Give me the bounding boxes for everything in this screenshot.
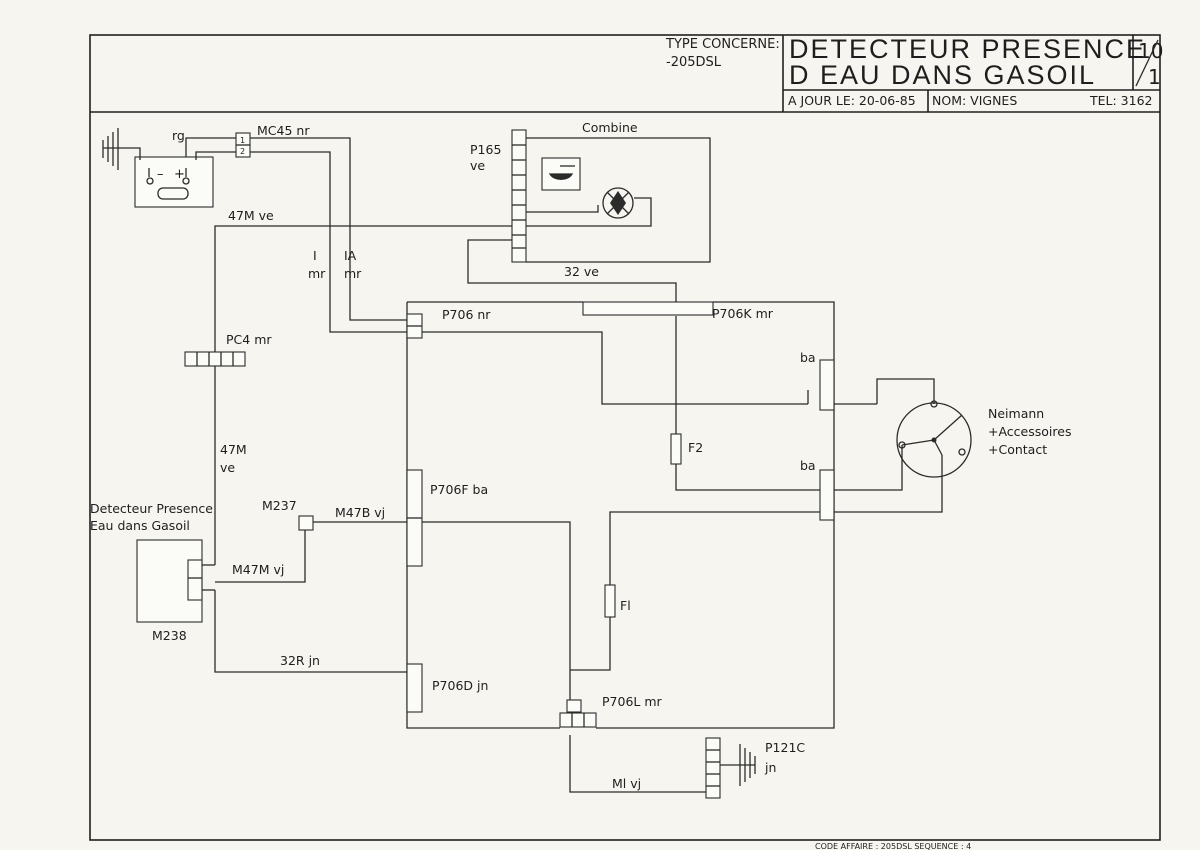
wiring xyxy=(128,137,943,793)
p706l-label: P706L mr xyxy=(602,694,663,709)
wire-i-label: I xyxy=(313,248,317,263)
m47m-label: M47M vj xyxy=(232,562,284,577)
neimann-accessories-label: +Accessoires xyxy=(988,424,1071,439)
wire-ia-color: mr xyxy=(344,266,362,281)
wire-rg-label: rg xyxy=(172,128,185,143)
model-label: -205DSL xyxy=(666,55,722,70)
connector-mc45: 1 2 xyxy=(235,132,251,158)
ba-top-label: ba xyxy=(800,350,816,365)
mc45-label: MC45 nr xyxy=(257,123,310,138)
pc4-label: PC4 mr xyxy=(226,332,272,347)
ignition-switch-icon xyxy=(896,400,972,478)
fuse-f1 xyxy=(604,584,616,618)
p706f-label: P706F ba xyxy=(430,482,488,497)
connector-pc4 xyxy=(184,351,246,367)
battery-icon: – + xyxy=(134,156,214,208)
telephone: TEL: 3162 xyxy=(1089,93,1153,108)
detecteur-label-line2: Eau dans Gasoil xyxy=(90,518,190,533)
wire-47m-ve-label: 47M ve xyxy=(228,208,274,223)
connector-p706k xyxy=(582,301,714,316)
fuse-f2 xyxy=(670,433,682,465)
sheet-number: 10 xyxy=(1138,39,1163,63)
wire-32ve-label: 32 ve xyxy=(564,264,599,279)
neimann-contact-label: +Contact xyxy=(988,442,1047,457)
p706d-label: P706D jn xyxy=(432,678,488,693)
p121c-color: jn xyxy=(764,760,776,775)
connector-p706 xyxy=(406,313,423,339)
svg-text:–: – xyxy=(157,167,164,182)
ground-icon xyxy=(102,128,128,170)
wire-32r-label: 32R jn xyxy=(280,653,320,668)
ba-bottom-label: ba xyxy=(800,458,816,473)
ground-icon-p121c xyxy=(720,744,756,786)
connector-p165 xyxy=(511,129,527,263)
wire-m1vj-label: Ml vj xyxy=(612,776,641,791)
wire-ia-label: IA xyxy=(344,248,357,263)
m238-label: M238 xyxy=(152,628,187,643)
update-date: A JOUR LE: 20-06-85 xyxy=(788,93,916,108)
type-concerne-label: TYPE CONCERNE: xyxy=(665,37,780,52)
p121c-label: P121C xyxy=(765,740,805,755)
warning-lamp-icon xyxy=(602,187,634,219)
connector-p706f xyxy=(406,469,423,567)
svg-text:1: 1 xyxy=(240,136,245,145)
m47b-label: M47B vj xyxy=(335,505,385,520)
fuel-gauge-icon xyxy=(541,157,581,191)
svg-text:2: 2 xyxy=(240,147,245,156)
p165-color: ve xyxy=(470,158,485,173)
connector-p706d xyxy=(406,663,423,713)
detecteur-label-line1: Detecteur Presence xyxy=(90,501,213,516)
water-detector-component xyxy=(136,539,203,623)
p706-label: P706 nr xyxy=(442,307,491,322)
drawing-frame xyxy=(89,34,1161,841)
wire-47m-color: ve xyxy=(220,460,235,475)
combine-label: Combine xyxy=(582,120,638,135)
author-name: NOM: VIGNES xyxy=(932,93,1017,108)
title-block: TYPE CONCERNE: -205DSL DETECTEUR PRESENC… xyxy=(665,34,1163,108)
connector-p706l xyxy=(559,699,597,728)
m237-label: M237 xyxy=(262,498,297,513)
neimann-label: Neimann xyxy=(988,406,1044,421)
footer-code: CODE AFFAIRE : 205DSL SEQUENCE : 4 xyxy=(815,842,971,850)
connector-neimann-bottom xyxy=(819,469,835,521)
diagram-title-line2: D EAU DANS GASOIL xyxy=(789,60,1096,90)
connector-m237 xyxy=(298,515,314,531)
sheet-index: 1 xyxy=(1148,65,1161,89)
p706k-label: P706K mr xyxy=(712,306,774,321)
f2-label: F2 xyxy=(688,440,703,455)
diagram-title-line1: DETECTEUR PRESENCE xyxy=(789,34,1146,64)
connector-neimann-top xyxy=(819,359,835,411)
f1-label: Fl xyxy=(620,598,631,613)
svg-text:+: + xyxy=(174,167,185,182)
wire-47m-label: 47M xyxy=(220,442,247,457)
wire-i-color: mr xyxy=(308,266,326,281)
p165-label: P165 xyxy=(470,142,501,157)
connector-p121c xyxy=(705,737,721,799)
